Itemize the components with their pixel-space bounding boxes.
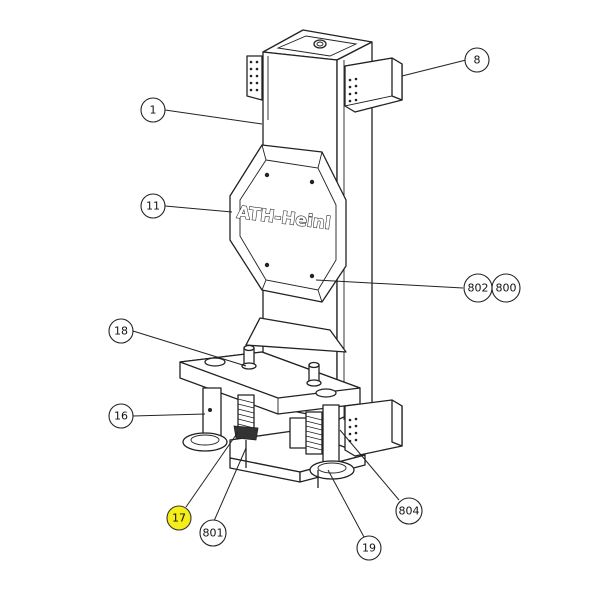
callout-label: 804 [399, 505, 420, 518]
callout-804: 804 [395, 497, 423, 525]
leader-lines [132, 59, 467, 538]
callout-16: 16 [108, 403, 134, 429]
callout-label: 17 [172, 512, 186, 525]
callout-1: 1 [140, 97, 166, 123]
callout-label: 802 [468, 282, 489, 295]
right-spring [305, 411, 323, 455]
callout-8: 8 [464, 47, 490, 73]
left-spring [233, 394, 259, 468]
callout-801: 801 [199, 519, 227, 547]
callout-label: 19 [362, 542, 376, 555]
callout-label: 16 [114, 410, 128, 423]
callout-label: 8 [474, 54, 481, 67]
callout-label: 801 [203, 527, 224, 540]
top-right-bracket [344, 57, 403, 113]
callout-17: 17 [166, 505, 192, 531]
callout-label: 800 [496, 282, 517, 295]
callout-19: 19 [356, 535, 382, 561]
callout-802: 802 [463, 273, 493, 303]
right-pin [309, 404, 355, 488]
left-pin [182, 387, 228, 452]
lower-wedge [245, 317, 347, 353]
top-bolt-right [306, 361, 322, 387]
callout-label: 11 [146, 200, 160, 213]
brand-plate: ATH-Heinl [229, 144, 347, 303]
callout-11: 11 [140, 193, 166, 219]
top-bolt-left [241, 344, 257, 370]
bottom-right-bracket [344, 399, 403, 457]
callout-800: 800 [491, 273, 521, 303]
callout-label: 18 [114, 325, 128, 338]
top-left-bracket [246, 55, 263, 101]
callout-18: 18 [108, 318, 134, 344]
callout-label: 1 [150, 104, 157, 117]
